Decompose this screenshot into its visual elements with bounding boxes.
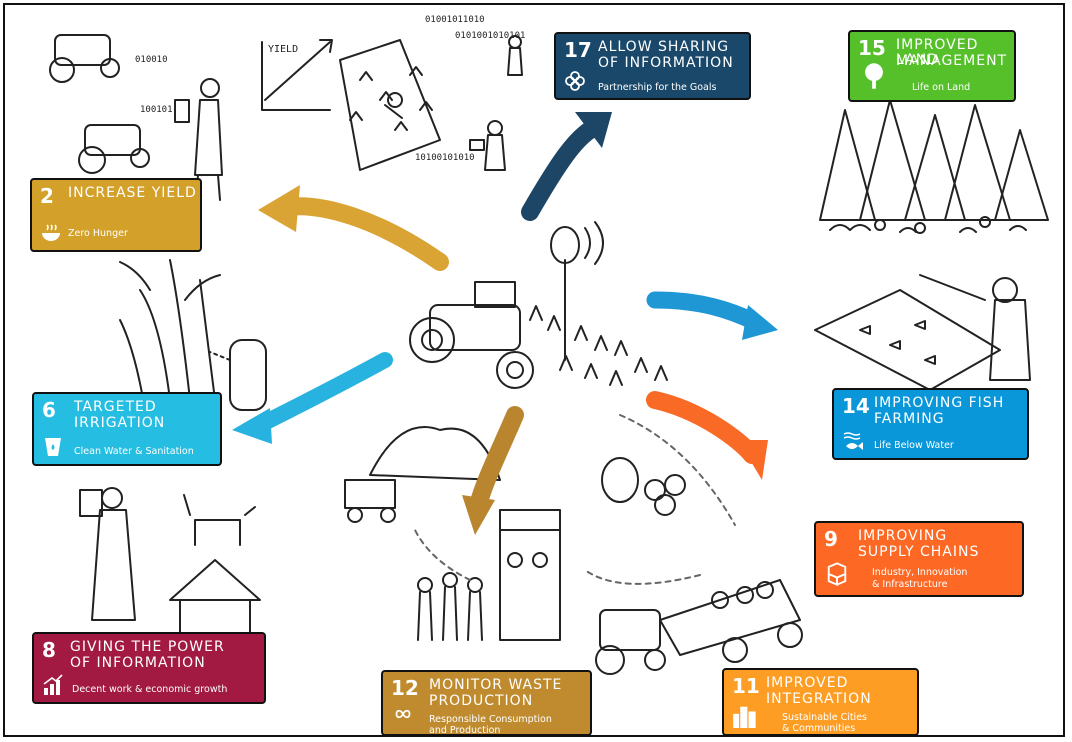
central-crops-sketch	[529, 305, 668, 386]
water-glass-icon	[45, 438, 61, 456]
goal-card-6: 6 TARGETED IRRIGATION Clean Water & Sani…	[32, 392, 222, 466]
tree-icon	[865, 63, 883, 89]
goal-number: 6	[42, 398, 56, 422]
goal-title-line-2: IRRIGATION	[74, 415, 166, 431]
goal-title-line-2: MANAGEMENT	[896, 53, 1008, 69]
crop-field-sketch	[339, 39, 441, 171]
goal-subtitle-line-2: & Infrastructure	[872, 579, 948, 590]
goal-title-line-2: OF INFORMATION	[70, 655, 206, 671]
goal-title-line-2: INTEGRATION	[766, 691, 872, 707]
yield-chart-label: YIELD	[268, 44, 298, 55]
goal-title: ALLOW SHARING	[598, 39, 730, 55]
goal-subtitle: Responsible Consumption	[429, 714, 552, 725]
goal-title: IMPROVING FISH	[874, 395, 1005, 411]
market-stall-sketch	[417, 509, 561, 641]
goal-arrows	[232, 112, 778, 535]
tall-plants-sketch	[119, 259, 221, 411]
arrow-to-goal-6	[252, 352, 393, 433]
goal-number: 8	[42, 638, 56, 662]
goal-subtitle: Decent work & economic growth	[72, 684, 228, 695]
goal-title: INCREASE YIELD	[68, 185, 197, 201]
partnership-flower-icon	[565, 71, 585, 91]
tractors-and-farmer-sketch	[49, 34, 223, 201]
goal-number: 9	[824, 527, 838, 551]
goal-card-11: 11 IMPROVED INTEGRATION Sustainable Citi…	[722, 668, 919, 736]
goal-title: IMPROVING	[858, 528, 948, 544]
growth-chart-icon	[43, 674, 63, 695]
central-tractor-sketch	[409, 281, 534, 389]
yield-chart-sketch	[261, 39, 333, 111]
goal-card-17: 17 ALLOW SHARING OF INFORMATION Partners…	[554, 32, 751, 100]
arrow-to-goal-9	[646, 391, 761, 464]
goal-subtitle-line-2: and Production	[429, 725, 501, 736]
water-tank-sketch	[209, 339, 267, 411]
farmer-with-laptop-sketch	[469, 35, 523, 171]
tractor-trailer-sketch	[595, 579, 803, 675]
goal-number: 17	[564, 38, 592, 62]
infinity-icon	[395, 709, 411, 719]
goal-title: IMPROVED	[766, 675, 849, 691]
goal-card-14: 14 IMPROVING FISH FARMING Life Below Wat…	[832, 388, 1029, 460]
cubes-icon	[827, 562, 847, 587]
goal-title: GIVING THE POWER	[70, 639, 225, 655]
binary-stream-4: 010010	[135, 55, 168, 65]
binary-stream-5: 100101	[140, 105, 173, 115]
goal-card-12: 12 MONITOR WASTE PRODUCTION Responsible …	[381, 670, 592, 736]
fish-pond-sketch	[814, 274, 1031, 391]
arrow-to-goal-12	[469, 406, 524, 514]
goal-subtitle: Life Below Water	[874, 440, 954, 451]
forest-sketch	[819, 99, 1049, 234]
goal-title: MONITOR WASTE	[429, 677, 563, 693]
goal-card-2: 2 INCREASE YIELD Zero Hunger	[30, 178, 202, 252]
goal-number: 12	[391, 676, 419, 700]
binary-stream-2: 0101001010101	[455, 31, 525, 41]
binary-stream-3: 10100101010	[415, 153, 475, 163]
arrow-to-goal-2	[271, 197, 449, 271]
goal-number: 15	[858, 36, 886, 60]
goal-card-8: 8 GIVING THE POWER OF INFORMATION Decent…	[32, 632, 266, 704]
goal-title-line-2: OF INFORMATION	[598, 55, 734, 71]
city-buildings-icon	[733, 706, 756, 728]
fish-icon	[843, 432, 863, 450]
binary-stream-1: 01001011010	[425, 15, 485, 25]
arrow-to-goal-14	[646, 291, 764, 331]
goal-subtitle-line-2: & Communities	[782, 723, 856, 734]
dashed-flow-lines	[414, 414, 736, 585]
goal-title-line-2: PRODUCTION	[429, 693, 534, 709]
arrow-to-goal-17	[521, 121, 599, 221]
goal-number: 14	[842, 394, 870, 418]
goal-subtitle: Clean Water & Sanitation	[74, 446, 194, 457]
goal-subtitle: Sustainable Cities	[782, 712, 867, 723]
goal-title: TARGETED	[74, 399, 157, 415]
goal-title-line-2: FARMING	[874, 411, 945, 427]
goal-card-9: 9 IMPROVING SUPPLY CHAINS Industry, Inno…	[814, 521, 1024, 597]
sensor-pole-sketch	[550, 221, 604, 361]
goal-subtitle: Partnership for the Goals	[598, 82, 717, 93]
goal-subtitle: Industry, Innovation	[872, 567, 968, 578]
goal-title-line-2: SUPPLY CHAINS	[858, 544, 980, 560]
produce-basket-sketch	[601, 457, 686, 516]
woman-goat-hut-sketch	[79, 487, 261, 641]
goal-card-15: 15 IMPROVED LAND MANAGEMENT Life on Land	[848, 30, 1016, 102]
food-bowl-icon	[42, 224, 60, 241]
goal-subtitle: Life on Land	[912, 82, 971, 93]
goal-title: IMPROVED LAND	[896, 37, 979, 68]
goal-subtitle: Zero Hunger	[68, 228, 128, 239]
goal-number: 2	[40, 184, 54, 208]
goal-number: 11	[732, 674, 760, 698]
